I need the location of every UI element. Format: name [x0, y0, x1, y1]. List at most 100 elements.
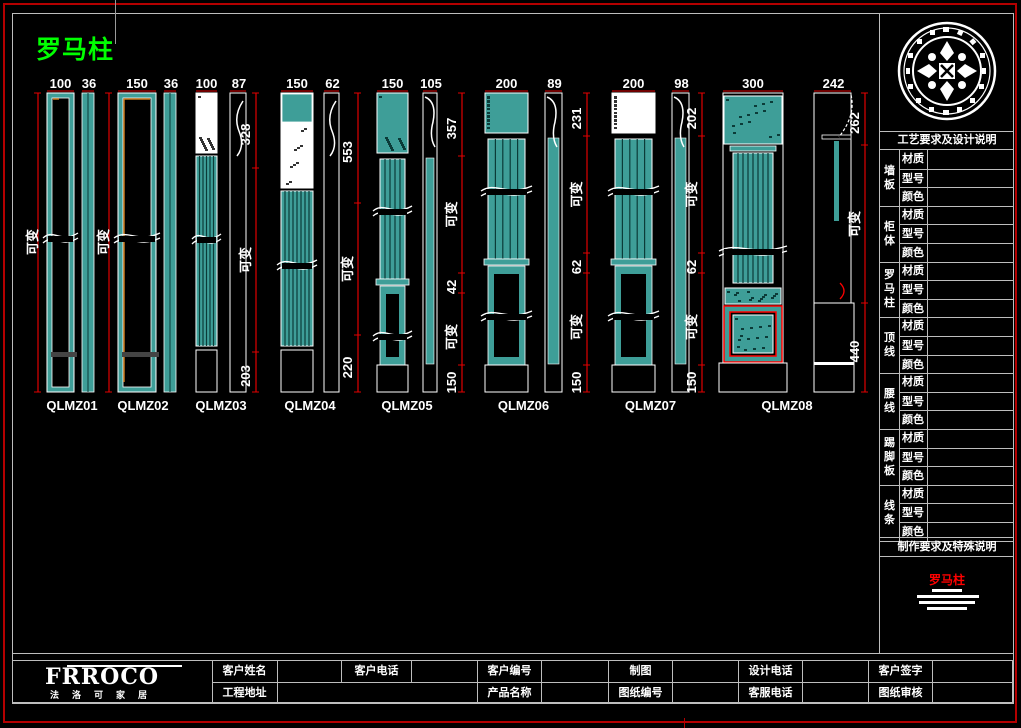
notes-text-line: [917, 595, 979, 598]
title-block: FRROCO 法洛可家居 客户姓名客户电话客户编号制图设计电话客户签字工程地址产…: [12, 653, 1014, 704]
carving-detail: [389, 145, 392, 147]
spec-row-value[interactable]: [928, 300, 1014, 318]
title-block-strip: [12, 653, 1014, 661]
carving-detail: [732, 125, 735, 127]
title-block-label: 图纸编号: [609, 681, 673, 702]
carving-detail: [402, 146, 405, 148]
carving-detail: [739, 116, 742, 118]
spec-row-value[interactable]: [928, 206, 1014, 225]
spec-row-label: 型号: [899, 281, 928, 299]
spec-row-label: 材质: [899, 429, 928, 448]
carving-detail: [753, 348, 756, 350]
break-symbol: [607, 185, 660, 192]
carving-detail: [294, 149, 297, 151]
spec-group-label: 腰线: [880, 373, 900, 429]
spec-row-value[interactable]: [928, 262, 1014, 281]
spec-row: 颜色: [899, 298, 1014, 318]
break-gap: [48, 236, 73, 242]
column-shaft: [614, 138, 653, 260]
title-block-field[interactable]: [803, 661, 869, 682]
spec-row-value[interactable]: [928, 188, 1014, 206]
carving-detail: [212, 148, 215, 150]
carving-detail: [763, 110, 766, 112]
break-gap: [378, 209, 407, 215]
spec-row-value[interactable]: [928, 225, 1014, 243]
carving-detail: [386, 139, 389, 141]
title-block-field[interactable]: [933, 661, 1013, 682]
segment-dim-label: 328: [238, 124, 253, 146]
spec-row: 材质: [899, 484, 1014, 504]
column-base: [280, 349, 314, 393]
logo-subtitle: 法洛可家居: [50, 691, 161, 701]
front-width-label: 150: [286, 76, 308, 91]
title-block-field[interactable]: [542, 661, 609, 682]
variable-label: 可变: [96, 229, 111, 255]
carving-detail: [756, 337, 759, 339]
title-block-field[interactable]: [933, 681, 1013, 702]
title-block-field[interactable]: [542, 681, 609, 702]
spec-row: 型号: [899, 391, 1014, 411]
spec-row-value[interactable]: [928, 373, 1014, 392]
model-label: QLMZ03: [195, 398, 246, 413]
spec-group-label: 柜体: [880, 205, 900, 262]
segment-dim-label: 可变: [444, 324, 459, 350]
segment-dim-label: 可变: [684, 181, 699, 207]
title-block-field[interactable]: [673, 661, 739, 682]
break-gap: [486, 314, 527, 320]
spec-row-value[interactable]: [928, 429, 1014, 448]
spec-row-value[interactable]: [928, 150, 1014, 169]
title-block-field[interactable]: [673, 681, 739, 702]
title-block-field[interactable]: [278, 661, 342, 682]
spec-row: 型号: [899, 168, 1014, 188]
side-ledge: [821, 134, 852, 140]
carving-detail: [208, 140, 211, 142]
side-shaft: [547, 137, 560, 365]
segment-dim-label: 220: [340, 357, 355, 379]
spec-row: 颜色: [899, 187, 1014, 206]
spec-row-value[interactable]: [928, 449, 1014, 467]
spec-row-value[interactable]: [928, 317, 1014, 336]
title-block-field[interactable]: [412, 661, 478, 682]
column-base: [718, 362, 788, 393]
notes-text-line: [919, 601, 975, 604]
spec-row-value[interactable]: [928, 467, 1014, 485]
spec-row: 颜色: [899, 354, 1014, 374]
spec-group-label: 罗马柱: [880, 261, 900, 318]
carving-detail: [391, 149, 394, 151]
spec-row-label: 颜色: [899, 467, 928, 485]
spec-row-value[interactable]: [928, 393, 1014, 411]
column-base: [484, 364, 529, 393]
spec-row-value[interactable]: [928, 485, 1014, 504]
carving-detail: [614, 97, 617, 99]
spec-row-value[interactable]: [928, 281, 1014, 299]
carving-detail: [487, 97, 490, 99]
spec-row-value[interactable]: [928, 337, 1014, 355]
front-width-label: 100: [50, 76, 72, 91]
variable-label: 可变: [25, 229, 40, 255]
carving-detail: [286, 183, 289, 185]
column-inset: [122, 97, 152, 388]
spec-row-value[interactable]: [928, 170, 1014, 188]
break-gap: [378, 334, 407, 340]
side-base-band: [814, 362, 854, 365]
company-logo: FRROCO 法洛可家居: [12, 661, 213, 702]
side-shaft: [425, 157, 435, 365]
side-width-label: 89: [547, 76, 561, 91]
break-symbol: [607, 310, 660, 317]
title-block-label: 产品名称: [478, 681, 542, 702]
spec-row-value[interactable]: [928, 504, 1014, 522]
title-block-field[interactable]: [278, 681, 478, 702]
side-width-label: 242: [823, 76, 845, 91]
carving-detail: [748, 121, 751, 123]
carving-detail: [614, 116, 617, 118]
title-block-field[interactable]: [803, 681, 869, 702]
carved-capital: [723, 95, 783, 145]
break-symbol: [718, 245, 788, 252]
spec-row: 材质: [899, 317, 1014, 336]
spec-row-value[interactable]: [928, 411, 1014, 429]
spec-row-value[interactable]: [928, 356, 1014, 374]
spec-row-value[interactable]: [928, 244, 1014, 262]
carving-detail: [487, 101, 490, 103]
break-symbol: [480, 185, 533, 192]
